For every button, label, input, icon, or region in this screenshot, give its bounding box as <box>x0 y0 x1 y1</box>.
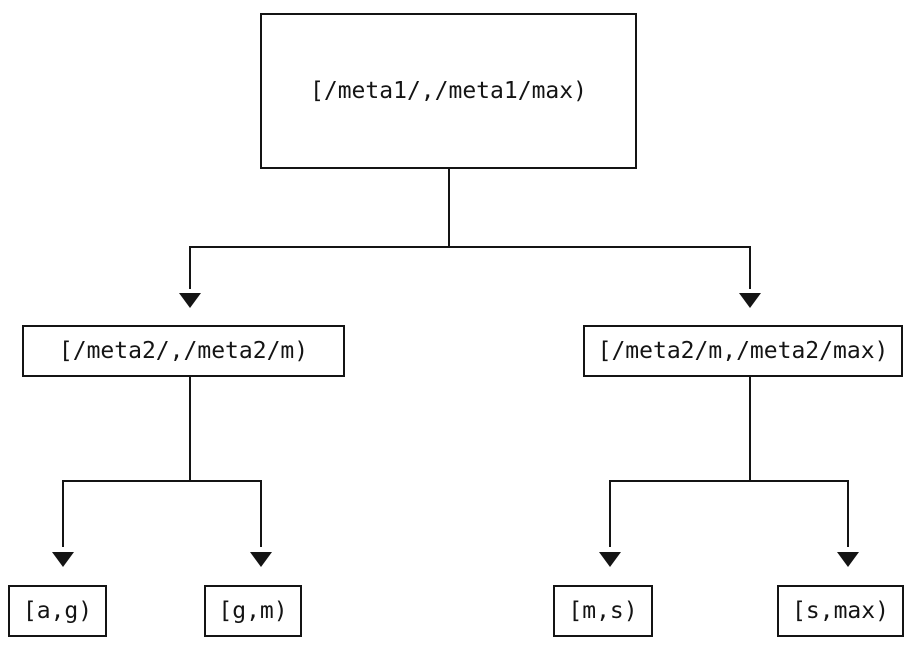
edge-root-left-stub <box>188 246 192 289</box>
edge-meta2-low-bar <box>61 479 263 483</box>
edge-root-right-stub <box>748 246 752 289</box>
node-leaf-gm: [g,m) <box>204 585 302 637</box>
edge-meta2-low-left-stub <box>61 480 65 547</box>
arrowhead-to-meta2-high-icon <box>739 293 761 308</box>
arrowhead-to-leaf-smax-icon <box>837 552 859 567</box>
edge-meta2-high-right-stub <box>846 480 850 547</box>
edge-meta2-high-bar <box>608 479 850 483</box>
edge-root-bar <box>188 245 752 249</box>
arrowhead-to-leaf-gm-icon <box>250 552 272 567</box>
node-leaf-ms: [m,s) <box>553 585 653 637</box>
edge-meta2-low-right-stub <box>259 480 263 547</box>
node-leaf-smax: [s,max) <box>777 585 904 637</box>
edge-meta2-low-stem <box>188 377 192 482</box>
edge-root-stem <box>447 169 451 248</box>
node-root-interval: [/meta1/,/meta1/max) <box>260 13 637 169</box>
arrowhead-to-meta2-low-icon <box>179 293 201 308</box>
arrowhead-to-leaf-ms-icon <box>599 552 621 567</box>
edge-meta2-high-stem <box>748 377 752 482</box>
arrowhead-to-leaf-ag-icon <box>52 552 74 567</box>
node-leaf-ag: [a,g) <box>8 585 107 637</box>
node-meta2-high-interval: [/meta2/m,/meta2/max) <box>583 325 903 377</box>
node-meta2-low-interval: [/meta2/,/meta2/m) <box>22 325 345 377</box>
edge-meta2-high-left-stub <box>608 480 612 547</box>
